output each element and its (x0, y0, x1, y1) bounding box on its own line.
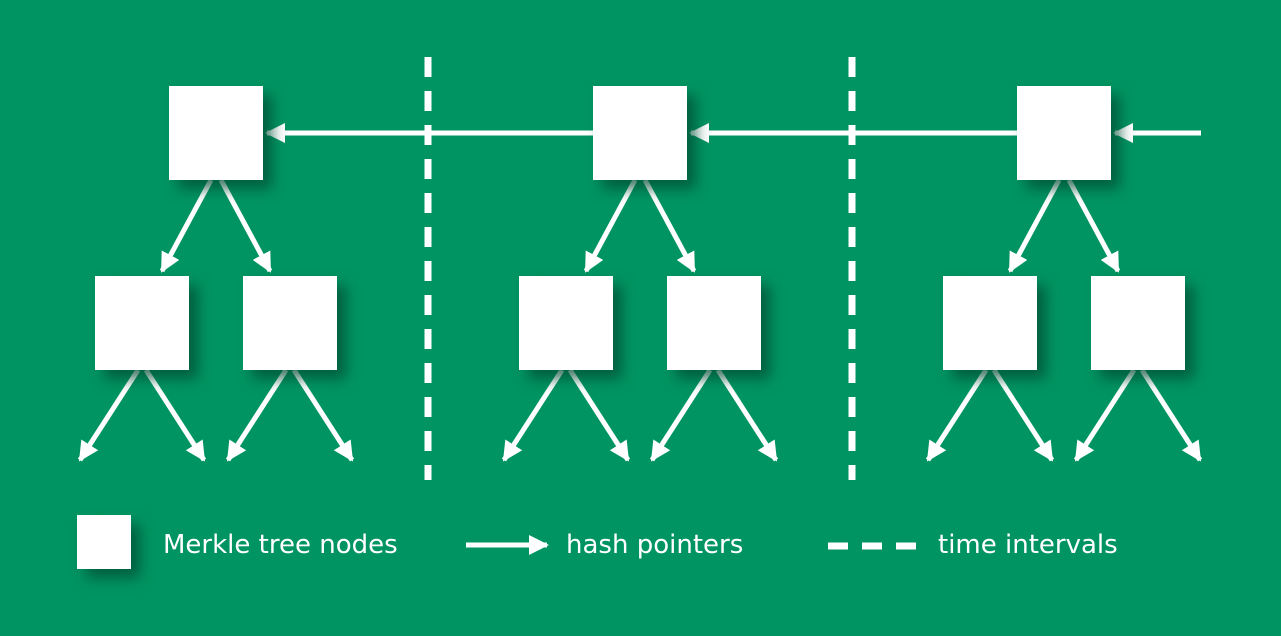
block-2-child-node-2 (667, 276, 761, 370)
block-3-root-to-child-1-arrow (1007, 178, 1062, 273)
block-2-child-1-right-leaf-arrow (567, 368, 631, 462)
block-1-root-node (169, 86, 263, 180)
block-3-root-node (1017, 86, 1111, 180)
hash-pointer-arrows (77, 123, 1203, 462)
block-2-root-to-child-1-arrow (583, 178, 638, 273)
block-3-root-to-child-2-arrow (1066, 178, 1121, 273)
block-3-child-1-left-leaf-arrow (925, 368, 989, 462)
merkle-tree-nodes (95, 86, 1185, 370)
block-1-child-2-left-leaf-arrow (225, 368, 289, 462)
block-2-child-1-left-leaf-arrow (501, 368, 565, 462)
block-2-root-to-child-2-arrow (642, 178, 697, 273)
block-3-child-node-2 (1091, 276, 1185, 370)
block-2-child-2-left-leaf-arrow (649, 368, 713, 462)
legend-label-merkle-nodes: Merkle tree nodes (163, 530, 398, 560)
block-1-child-node-1 (95, 276, 189, 370)
block-3-child-1-right-leaf-arrow (991, 368, 1055, 462)
block-3-child-2-left-leaf-arrow (1073, 368, 1137, 462)
block-1-child-2-right-leaf-arrow (291, 368, 355, 462)
legend-node-symbol (77, 515, 131, 569)
block-2-root-node (593, 86, 687, 180)
block-2-child-node-1 (519, 276, 613, 370)
block-1-root-to-child-1-arrow (159, 178, 214, 273)
block-2-child-2-right-leaf-arrow (715, 368, 779, 462)
legend-symbols (77, 515, 916, 569)
legend-label-hash-pointers: hash pointers (566, 530, 744, 560)
block-3-child-node-1 (943, 276, 1037, 370)
block-1-child-node-2 (243, 276, 337, 370)
block-3-child-2-right-leaf-arrow (1139, 368, 1203, 462)
block-1-child-1-right-leaf-arrow (143, 368, 207, 462)
time-interval-dividers (424, 57, 856, 480)
legend-label-time-intervals: time intervals (938, 530, 1118, 560)
block-1-root-to-child-2-arrow (218, 178, 273, 273)
block-1-child-1-left-leaf-arrow (77, 368, 141, 462)
